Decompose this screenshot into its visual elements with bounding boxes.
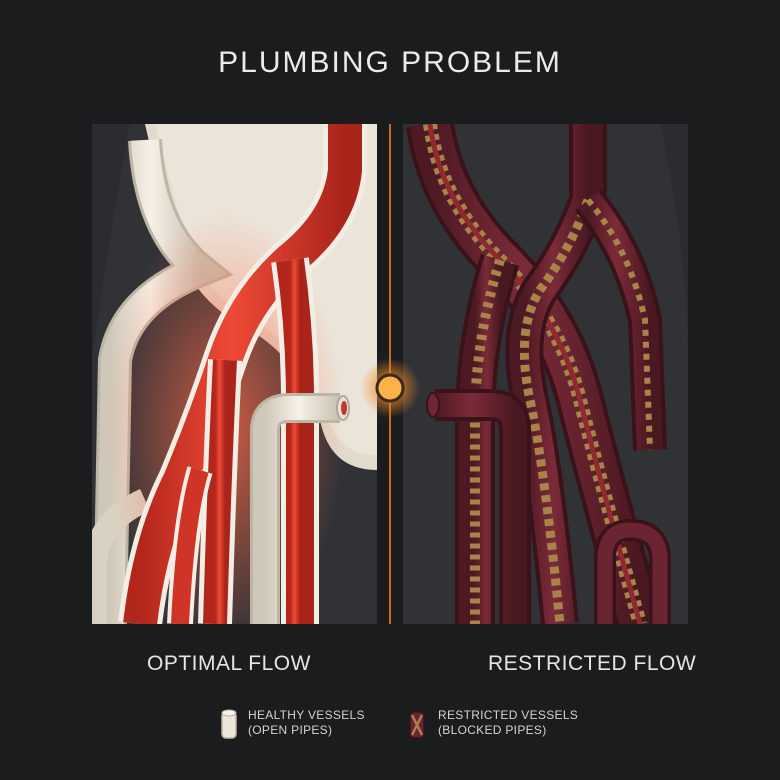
healthy-vessel-icon [221,709,237,739]
page-title: PLUMBING PROBLEM [218,46,562,79]
legend-healthy-line1: HEALTHY VESSELS [248,708,365,722]
legend-restricted-line2: (BLOCKED PIPES) [438,723,547,737]
legend-restricted: RESTRICTED VESSELS (BLOCKED PIPES) [408,708,578,738]
legend-healthy: HEALTHY VESSELS (OPEN PIPES) [220,708,365,738]
legend-healthy-line2: (OPEN PIPES) [248,723,333,737]
optimal-flow-panel [92,124,377,624]
legend-restricted-line1: RESTRICTED VESSELS [438,708,579,722]
restricted-vessel-icon [409,711,425,739]
center-divider [360,124,420,624]
restricted-flow-panel [403,124,688,624]
restricted-flow-label: RESTRICTED FLOW [488,652,697,675]
optimal-flow-label: OPTIMAL FLOW [147,652,311,675]
